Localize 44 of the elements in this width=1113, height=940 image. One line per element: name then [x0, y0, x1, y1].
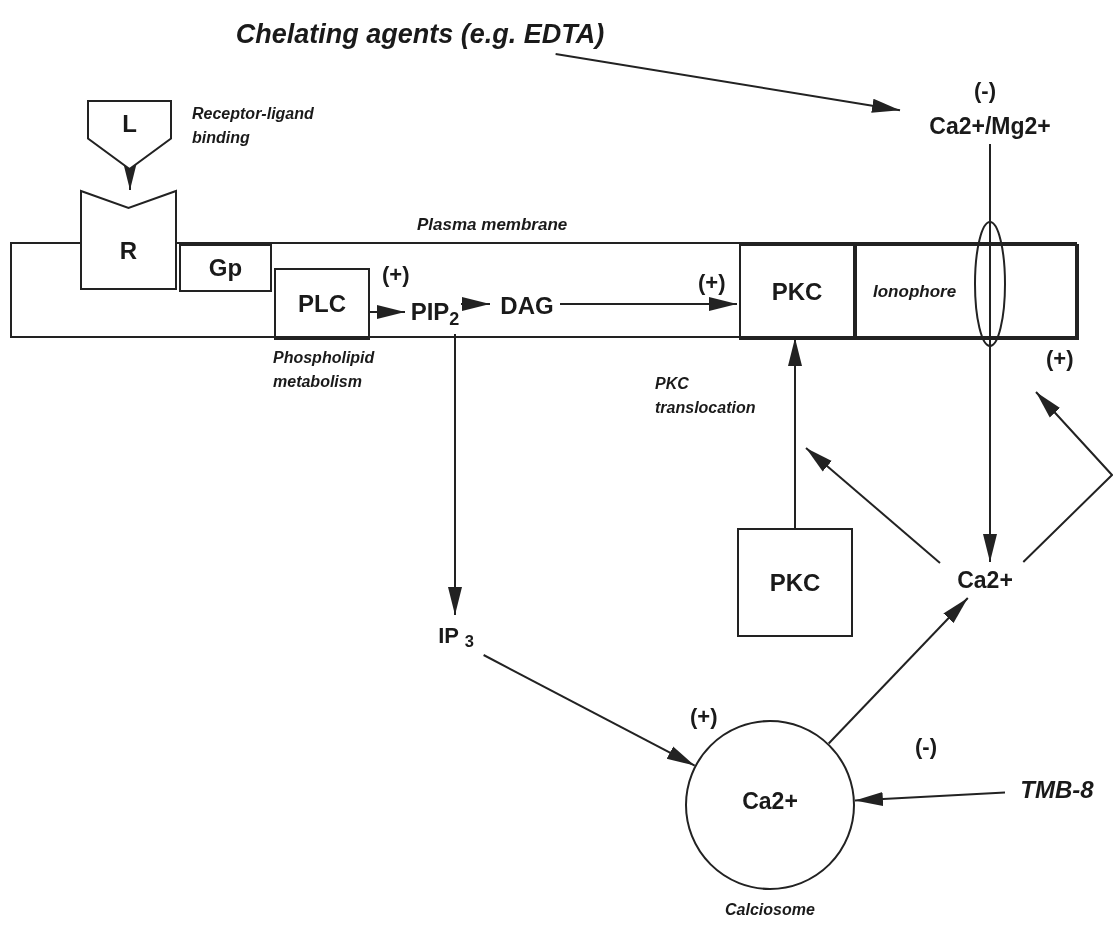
- node-label: PLC: [298, 289, 346, 319]
- arrow: [367, 305, 406, 319]
- node-label: Ca2+/Mg2+: [929, 111, 1051, 141]
- node-label: IP $_{3}$: [438, 621, 474, 652]
- arrow: [788, 337, 802, 529]
- membrane-heading: Plasma membrane: [417, 214, 568, 236]
- arrow: [559, 297, 738, 311]
- caption-text: Receptor-ligand binding: [192, 104, 315, 148]
- arrow: [827, 597, 969, 745]
- node-label: PKC: [771, 277, 823, 307]
- arrow: [482, 654, 696, 767]
- process-note: PKC translocation: [655, 374, 757, 418]
- process-box: [274, 268, 370, 340]
- node-label: L: [122, 109, 137, 139]
- arrow: [554, 53, 901, 113]
- arrow: [805, 447, 941, 564]
- sign-label: (-): [915, 733, 938, 761]
- node-label: PKC: [769, 567, 821, 598]
- node-label: Chelating agents (e.g. EDTA): [235, 17, 605, 51]
- sign-label: (+): [698, 269, 727, 297]
- process-box: [737, 528, 853, 637]
- node-label: PIP$_{2}$: [410, 297, 460, 330]
- sign-label: (-): [974, 77, 997, 105]
- arrow: [983, 337, 997, 563]
- node-label: Ca2+: [742, 786, 798, 816]
- process-box: [855, 244, 1079, 340]
- node-label: Gp: [208, 253, 243, 283]
- caption-text: Calciosome: [725, 900, 816, 920]
- node-label: Ionophore: [873, 281, 957, 304]
- sign-label: (+): [690, 703, 719, 731]
- arrow: [460, 297, 491, 311]
- node-label: DAG: [500, 291, 554, 321]
- arrow: [1022, 391, 1113, 563]
- receptor-shape: [80, 190, 177, 290]
- arrow: [853, 791, 1006, 806]
- sign-label: (+): [382, 261, 411, 289]
- arrow: [448, 333, 462, 616]
- process-box: [179, 244, 272, 292]
- node-label: R: [119, 236, 138, 266]
- process-box: [739, 244, 855, 340]
- process-note: Phospholipid metabolism: [273, 348, 376, 392]
- node-label: TMB-8: [1020, 775, 1094, 805]
- node-label: Ca2+: [957, 565, 1013, 595]
- sign-label: (+): [1046, 345, 1075, 373]
